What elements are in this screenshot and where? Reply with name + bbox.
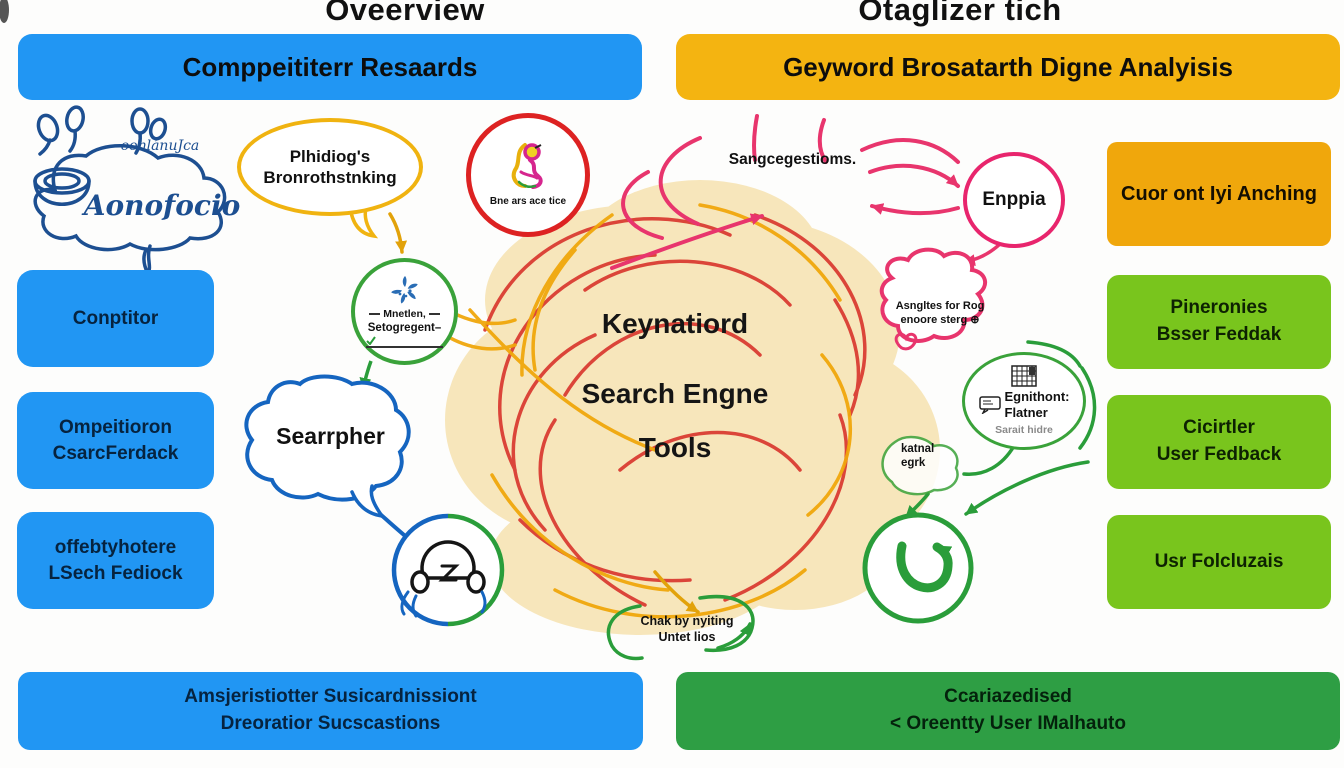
bottom-left-line1: Amsjeristiotter Susicardnissiont xyxy=(184,686,477,708)
note-box-icon xyxy=(978,396,1001,415)
competitor-box: Conptitor xyxy=(17,270,214,367)
red-circle-label: Bne ars ace tice xyxy=(489,195,567,207)
usr-folcluzais-line1: Usr Folcluzais xyxy=(1154,550,1284,572)
cicirtler-box: Cicirtler User Fedback xyxy=(1107,395,1331,489)
competitor-feedback-line1: Ompeitioron xyxy=(59,416,172,438)
cloud-line2: Search Engne xyxy=(581,378,769,409)
center-cloud-text: Keynatiord Search Engne Tools xyxy=(535,308,815,464)
katnal-line1: katnal xyxy=(901,443,935,455)
asngltes-line2: enoore sterg ⊕ xyxy=(900,313,980,326)
competitor-feedback-line2: CsarcFerdack xyxy=(52,442,179,464)
mnetlen-line2: Setogregent– xyxy=(367,322,442,335)
logo-top-text: oonlánuJca xyxy=(121,138,200,154)
grid-icon xyxy=(1011,365,1037,387)
egnithont-line2: Flatner xyxy=(1004,405,1048,421)
center-cloud-shape xyxy=(430,180,940,635)
brainstorm-bubble: Plhidiog's Bronrothstnking xyxy=(237,118,423,216)
splash-icon xyxy=(390,276,418,304)
listen-circle-doodle xyxy=(391,513,505,627)
title-otaglizer: Otaglizer tich xyxy=(858,0,1062,27)
title-overview: Oveerview xyxy=(325,0,485,27)
header-keyword-analysis: Geyword Brosatarth Digne Analyisis xyxy=(676,34,1340,100)
squiggle-person-icon xyxy=(511,142,543,189)
competitor-box-line1: Conptitor xyxy=(72,307,159,329)
brainstorm-tail-and-arrow xyxy=(348,204,408,254)
anchoring-box: Cuor ont Iyi Anching xyxy=(1107,142,1331,246)
brainstorm-line2: Bronrothstnking xyxy=(263,168,397,187)
header-competitor-research: Comppeititerr Resaards xyxy=(18,34,642,100)
green-connectors xyxy=(904,340,1097,519)
brainstorm-line1: Plhidiog's xyxy=(289,146,371,166)
katnal-line2: egrk xyxy=(901,457,926,470)
mnetlen-line1: Mnetlen, xyxy=(383,308,426,321)
bottom-right-line1: Ccariazedised xyxy=(944,686,1072,708)
egnithont-line1: Egnithont: xyxy=(1004,389,1070,405)
katnal-label: katnal egrk xyxy=(893,442,971,471)
orange-scribbles xyxy=(430,203,852,619)
search-feedback-line2: LSech Fediock xyxy=(48,562,183,584)
red-tool-circle: Bne ars ace tice xyxy=(466,113,590,237)
red-scribbles xyxy=(483,213,867,607)
usr-folcluzais-box: Usr Folcluzais xyxy=(1107,515,1331,609)
searrpher-label: Searrpher xyxy=(276,423,385,449)
search-feedback-box: offebtyhotere LSech Fediock xyxy=(17,512,214,609)
competitor-feedback-box: Ompeitioron CsarcFerdack xyxy=(17,392,214,489)
uturn-circle xyxy=(862,512,974,624)
check-icon xyxy=(366,336,377,345)
cloud-line1: Keynatiord xyxy=(601,308,749,339)
cicirtler-line1: Cicirtler xyxy=(1183,417,1255,439)
mnetlen-circle: Mnetlen, Setogregent– xyxy=(351,258,458,365)
searrpher-cloud xyxy=(244,374,411,519)
bottom-bar-left: Amsjeristiotter Susicardnissiont Dreorat… xyxy=(18,672,643,750)
chak-line1: Chak by nyiting xyxy=(640,614,734,628)
chak-arrows xyxy=(606,570,755,661)
bottom-right-line2: < Oreentty User IMalhauto xyxy=(890,713,1126,734)
pineronies-line2: Bsser Feddak xyxy=(1156,324,1282,345)
asngltes-bubble xyxy=(879,247,988,351)
bottom-bar-right: Ccariazedised < Oreentty User IMalhauto xyxy=(676,672,1340,750)
corner-smudge xyxy=(0,0,9,23)
suggestions-label: Sangcegestioms. xyxy=(728,151,857,168)
pineronies-line1: Pineronies xyxy=(1170,297,1268,319)
chak-label: Chak by nyiting Untet lios xyxy=(622,614,752,645)
logo-main-text: Aonofocio xyxy=(81,189,241,222)
asngltes-line1: Asngltes for Rog xyxy=(895,300,985,312)
suggestions-arrows xyxy=(610,114,1002,270)
egnithont-bubble: Egnithont: Flatner Sarait hidre xyxy=(962,352,1086,450)
egnithont-sub: Sarait hidre xyxy=(995,423,1053,436)
bottom-left-line2: Dreoratior Sucscastions xyxy=(220,713,441,734)
asngltes-label: Asngltes for Rog enoore sterg ⊕ xyxy=(880,300,1000,328)
chak-line2: Untet lios xyxy=(658,629,716,644)
cloud-line3: Tools xyxy=(638,432,712,463)
search-feedback-line1: offebtyhotere xyxy=(54,536,177,558)
logo-doodle: oonlánuJca Aonofocio xyxy=(33,105,241,278)
katnal-bubble-outline xyxy=(881,435,959,496)
cicirtler-line2: User Fedback xyxy=(1156,444,1282,465)
enppia-circle: Enppia xyxy=(963,152,1065,248)
pineronies-box: Pineronies Bsser Feddak xyxy=(1107,275,1331,369)
